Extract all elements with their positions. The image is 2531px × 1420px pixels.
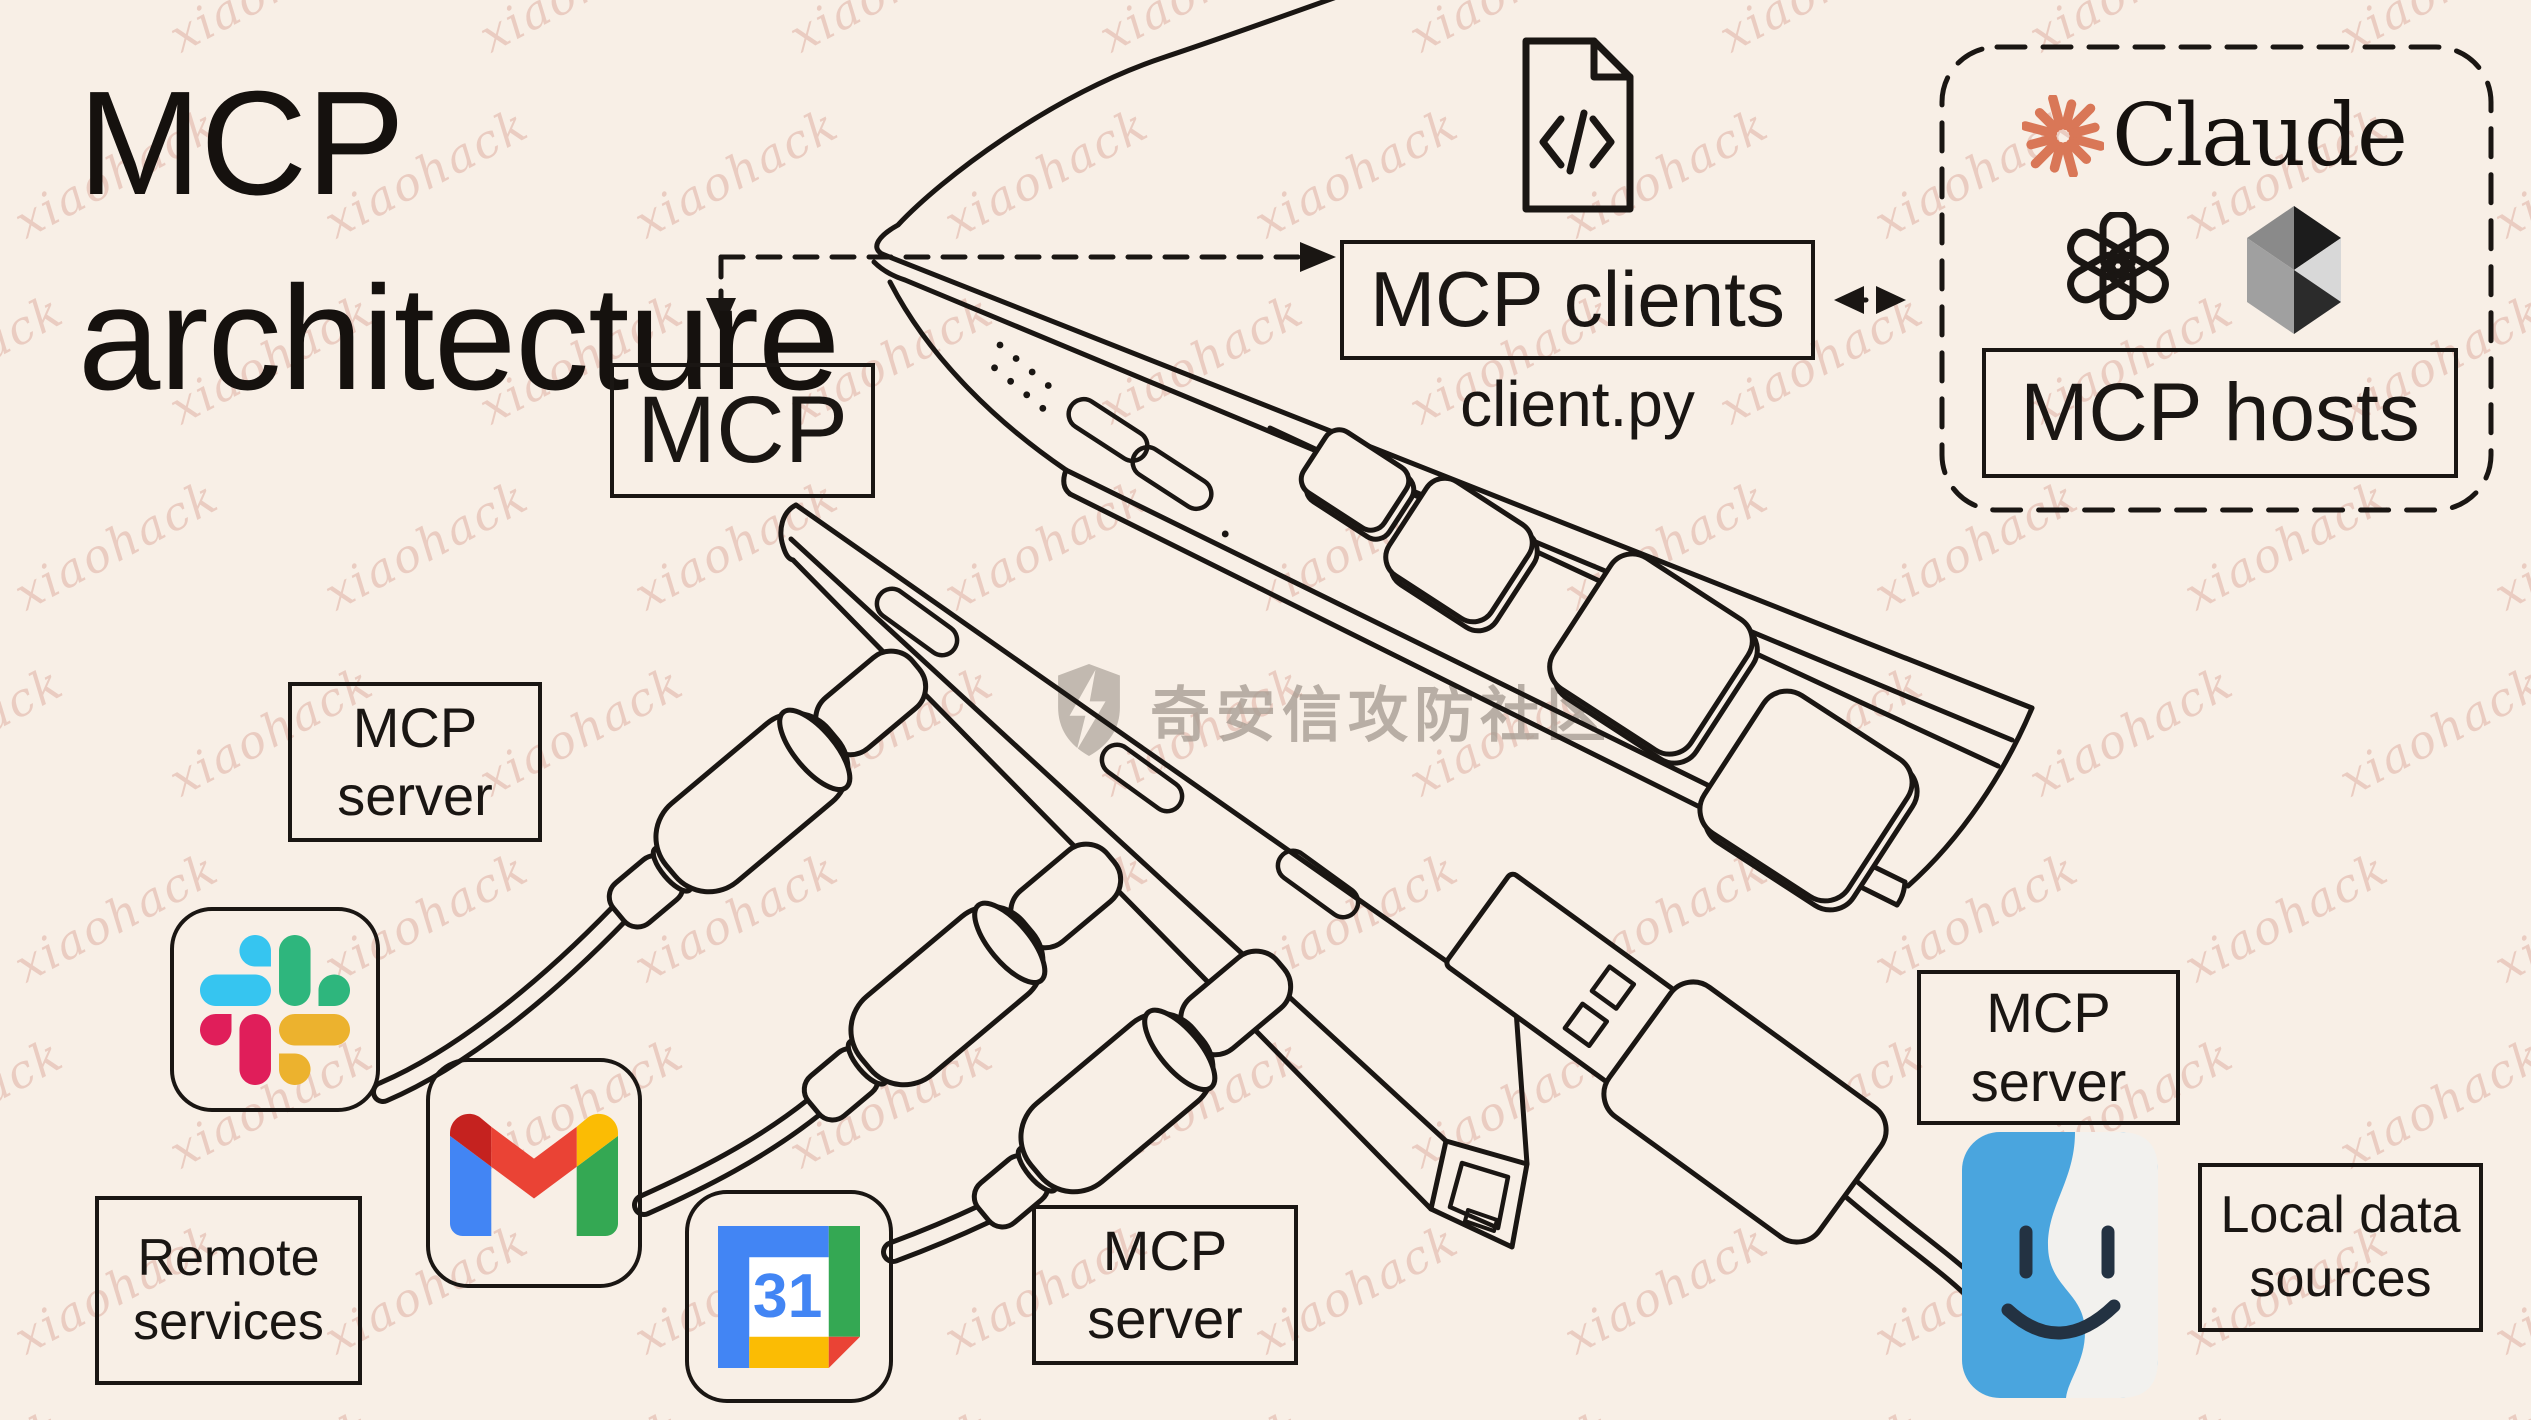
arrowhead-right2-icon xyxy=(1876,286,1906,314)
finder-icon xyxy=(1962,1132,2158,1398)
page-title: MCP architecture xyxy=(78,46,840,437)
slack-tile xyxy=(170,907,380,1112)
code-file-icon xyxy=(1522,37,1634,213)
arrowhead-right-icon xyxy=(1300,242,1336,272)
mcp-server-label-1: MCP server xyxy=(337,695,493,827)
mcp-clients-box: MCP clients xyxy=(1340,240,1815,360)
usb-a-plug-icon xyxy=(1444,871,1889,1245)
slack-icon xyxy=(200,934,350,1085)
usb-c-plug-icon xyxy=(606,648,929,930)
mcp-hosts-group-border xyxy=(1939,44,2494,513)
google-calendar-tile: 31 xyxy=(685,1190,893,1403)
openai-icon xyxy=(2067,212,2169,320)
center-watermark-text: 奇安信攻防社区 xyxy=(1150,681,1612,749)
title-line-2: architecture xyxy=(78,256,840,422)
usb-hub-slots xyxy=(874,586,1361,920)
cursor-cube-icon xyxy=(2247,206,2341,334)
mcp-server-box-2: MCP server xyxy=(1032,1205,1298,1365)
arrowhead-left-icon xyxy=(1834,286,1864,314)
mcp-box: MCP xyxy=(610,363,875,498)
gmail-icon xyxy=(450,1113,618,1236)
mcp-label: MCP xyxy=(636,376,849,483)
mcp-server-label-3: MCP server xyxy=(1970,981,2127,1113)
laptop-keys xyxy=(1298,427,1920,913)
remote-services-label: Remote services xyxy=(133,1229,324,1351)
calendar-day: 31 xyxy=(753,1260,822,1330)
local-data-sources-label: Local data sources xyxy=(2220,1186,2461,1308)
cable-gmail xyxy=(632,1095,826,1217)
usb-c-plug-icon xyxy=(971,948,1294,1230)
mcp-clients-label: MCP clients xyxy=(1370,255,1785,344)
claude-wordmark: Claude xyxy=(2112,86,2408,186)
local-data-sources-box: Local data sources xyxy=(2198,1163,2483,1332)
center-watermark: 奇安信攻防社区 xyxy=(1046,664,1612,756)
claude-starburst-icon xyxy=(2022,95,2104,177)
mcp-server-box-3: MCP server xyxy=(1917,970,2180,1125)
google-calendar-icon: 31 xyxy=(718,1225,860,1368)
mcp-hosts-box: MCP hosts xyxy=(1982,348,2458,478)
remote-services-box: Remote services xyxy=(95,1196,362,1385)
client-file-label: client.py xyxy=(1460,368,1695,440)
client-file-label-wrap: client.py xyxy=(1340,368,1815,440)
cable-slack xyxy=(371,902,631,1104)
mcp-hosts-label: MCP hosts xyxy=(2020,366,2420,458)
laptop-port-slots xyxy=(1066,396,1214,512)
gmail-tile xyxy=(426,1058,642,1288)
mcp-server-label-2: MCP server xyxy=(1087,1218,1243,1350)
dashed-arrows xyxy=(706,44,2494,513)
laptop-speaker-grille xyxy=(991,341,1229,538)
cable-finder xyxy=(1838,1176,1984,1300)
laptop-illustration xyxy=(871,0,2035,913)
usb-c-plugs xyxy=(606,648,1294,1230)
arrowhead-down-icon xyxy=(706,298,736,332)
mcp-server-box-1: MCP server xyxy=(288,682,542,842)
title-line-1: MCP xyxy=(78,61,405,226)
cable-calendar xyxy=(881,1202,996,1264)
usb-c-plug-icon xyxy=(801,841,1124,1123)
